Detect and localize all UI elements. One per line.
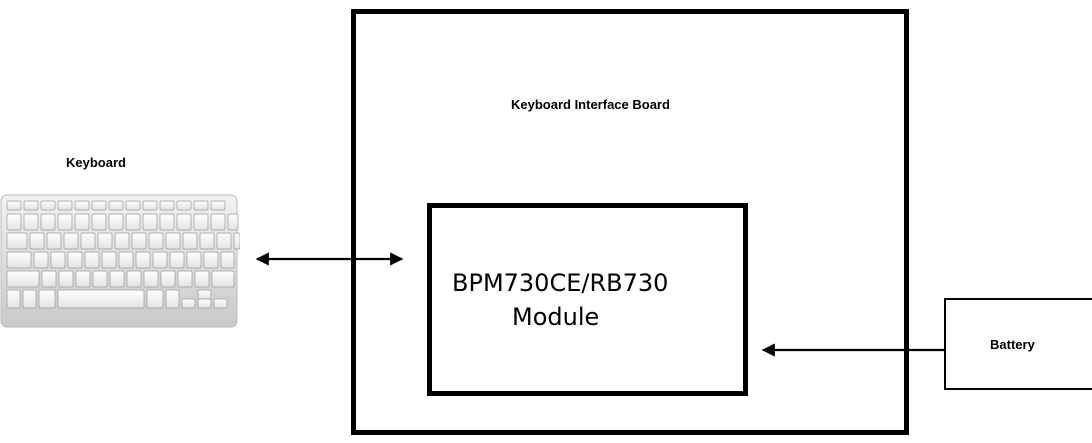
connector-layer (0, 0, 1092, 443)
block-diagram: Keyboard Keyboard Interface Board BPM730… (0, 0, 1092, 443)
